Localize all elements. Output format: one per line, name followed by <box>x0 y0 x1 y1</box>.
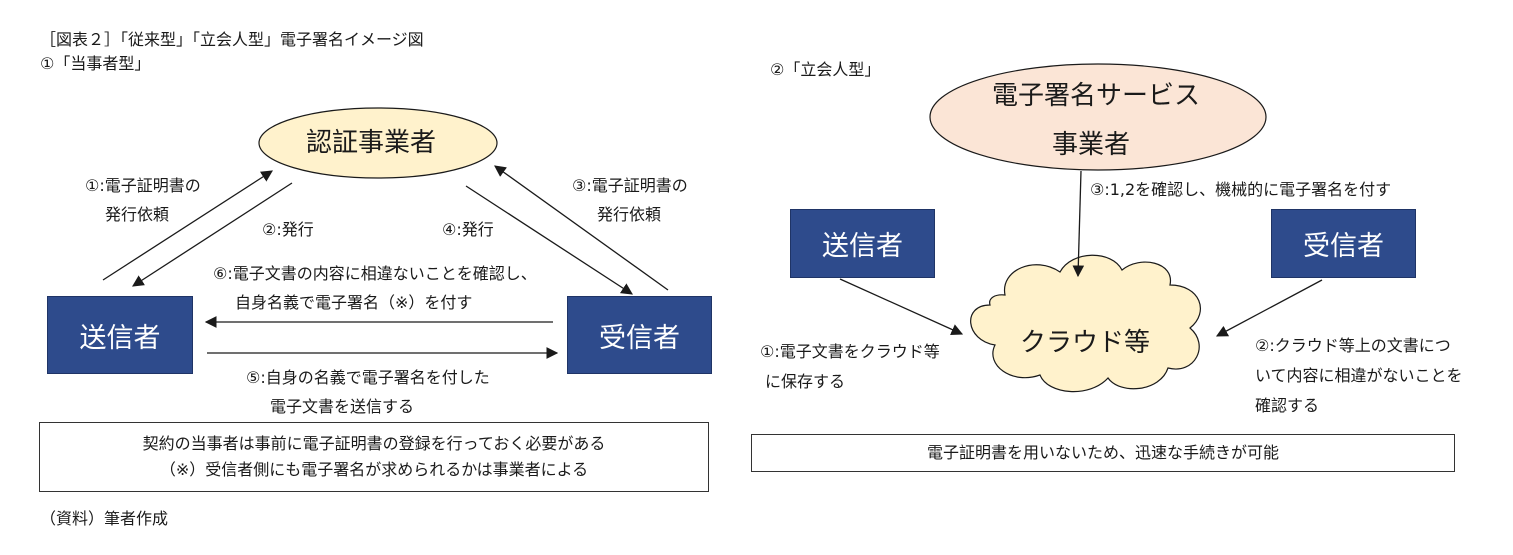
service-label-line2: 事業者 <box>1052 130 1131 160</box>
certifier-ellipse <box>258 107 498 179</box>
arrow-step4 <box>465 185 633 295</box>
left-note-line2: （※）受信者側にも電子署名が求められるかは事業者による <box>159 460 589 479</box>
right-step2-line2: いて内容に相違がないことを <box>1255 366 1463 385</box>
arrow-right-step1 <box>839 278 964 336</box>
left-receiver-label: 受信者 <box>599 322 680 354</box>
left-step2: ②:発行 <box>262 220 314 239</box>
service-ellipse <box>929 63 1267 171</box>
left-sender-box: 送信者 <box>47 296 193 374</box>
right-step3: ③:1,2を確認し、機械的に電子署名を付す <box>1090 180 1392 199</box>
right-step1-line2: に保存する <box>765 372 846 391</box>
right-subtitle: ②「立会人型」 <box>770 60 881 79</box>
arrow-step2 <box>132 182 293 287</box>
left-step1-line2: 発行依頼 <box>105 205 170 224</box>
left-step3-line2: 発行依頼 <box>597 205 662 224</box>
service-label-line1: 電子署名サービス <box>992 81 1201 111</box>
left-note-box: 契約の当事者は事前に電子証明書の登録を行っておく必要がある （※）受信者側にも電… <box>39 422 709 492</box>
left-step1-line1: ①:電子証明書の <box>85 176 201 195</box>
left-receiver-box: 受信者 <box>567 296 712 374</box>
left-note-line1: 契約の当事者は事前に電子証明書の登録を行っておく必要がある <box>142 434 606 453</box>
certifier-label: 認証事業者 <box>306 128 437 158</box>
cloud-shape <box>970 254 1201 393</box>
left-step4: ④:発行 <box>442 220 494 239</box>
arrow-step3 <box>494 165 669 291</box>
right-step2-line3: 確認する <box>1255 396 1320 415</box>
figure-title: ［図表２］「従来型」「立会人型」電子署名イメージ図 <box>40 30 424 49</box>
source-note: （資料）筆者作成 <box>40 509 169 528</box>
left-step6-line1: ⑥:電子文書の内容に相違ないことを確認し、 <box>213 264 537 283</box>
right-receiver-box: 受信者 <box>1271 209 1416 278</box>
left-sender-label: 送信者 <box>79 322 161 354</box>
right-step2-line1: ②:クラウド等上の文書につ <box>1255 336 1451 355</box>
right-receiver-label: 受信者 <box>1303 231 1384 262</box>
right-sender-label: 送信者 <box>822 231 903 262</box>
arrow-right-step3 <box>1072 170 1085 278</box>
right-sender-box: 送信者 <box>790 209 935 278</box>
left-subtitle: ①「当事者型」 <box>40 54 151 73</box>
right-note-box: 電子証明書を用いないため、迅速な手続きが可能 <box>751 434 1455 472</box>
left-step5-line2: 電子文書を送信する <box>270 397 415 416</box>
cloud-label: クラウド等 <box>1020 328 1151 358</box>
left-step5-line1: ⑤:自身の名義で電子署名を付した <box>246 368 490 387</box>
right-step1-line1: ①:電子文書をクラウド等 <box>760 342 940 361</box>
arrow-step1 <box>102 170 273 281</box>
right-note-text: 電子証明書を用いないため、迅速な手続きが可能 <box>926 443 1279 462</box>
left-step3-line1: ③:電子証明書の <box>572 176 688 195</box>
arrow-right-step2 <box>1215 279 1323 337</box>
left-step6-line2: 自身名義で電子署名（※）を付す <box>235 293 473 312</box>
